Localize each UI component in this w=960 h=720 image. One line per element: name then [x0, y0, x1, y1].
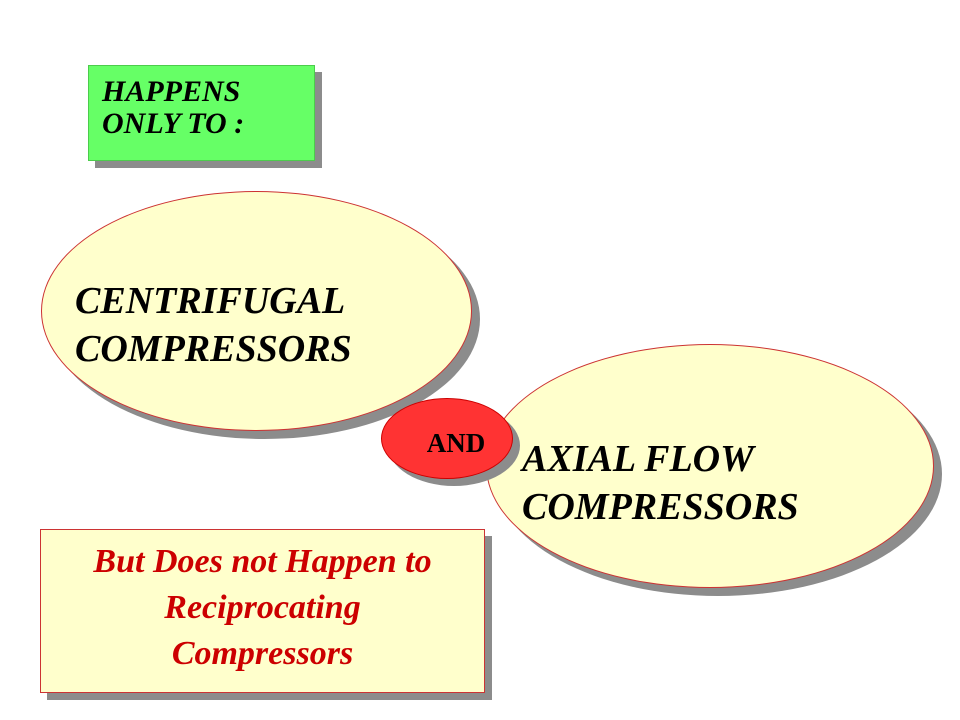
- and-label: AND: [426, 428, 486, 458]
- axial-line-2: COMPRESSORS: [522, 486, 799, 528]
- centrifugal-ellipse: [41, 191, 472, 431]
- and-connector: [381, 398, 513, 479]
- axial-ellipse: [486, 344, 934, 588]
- centrifugal-line-2: COMPRESSORS: [75, 328, 352, 370]
- centrifugal-label: CENTRIFUGAL COMPRESSORS: [75, 277, 352, 373]
- note-line-1: But Does not Happen to: [93, 543, 432, 580]
- note-line-3: Compressors: [171, 635, 354, 672]
- centrifugal-line-1: CENTRIFUGAL: [75, 280, 346, 322]
- happens-only-to-box: HAPPENS ONLY TO :: [88, 65, 315, 161]
- axial-line-1: AXIAL FLOW: [522, 438, 754, 480]
- note-text: But Does not Happen to Reciprocating Com…: [40, 539, 485, 677]
- axial-label: AXIAL FLOW COMPRESSORS: [522, 435, 799, 531]
- happens-line-2: ONLY TO :: [102, 107, 245, 140]
- happens-line-1: HAPPENS: [102, 75, 241, 108]
- note-line-2: Reciprocating: [164, 589, 361, 626]
- note-box: [40, 529, 485, 693]
